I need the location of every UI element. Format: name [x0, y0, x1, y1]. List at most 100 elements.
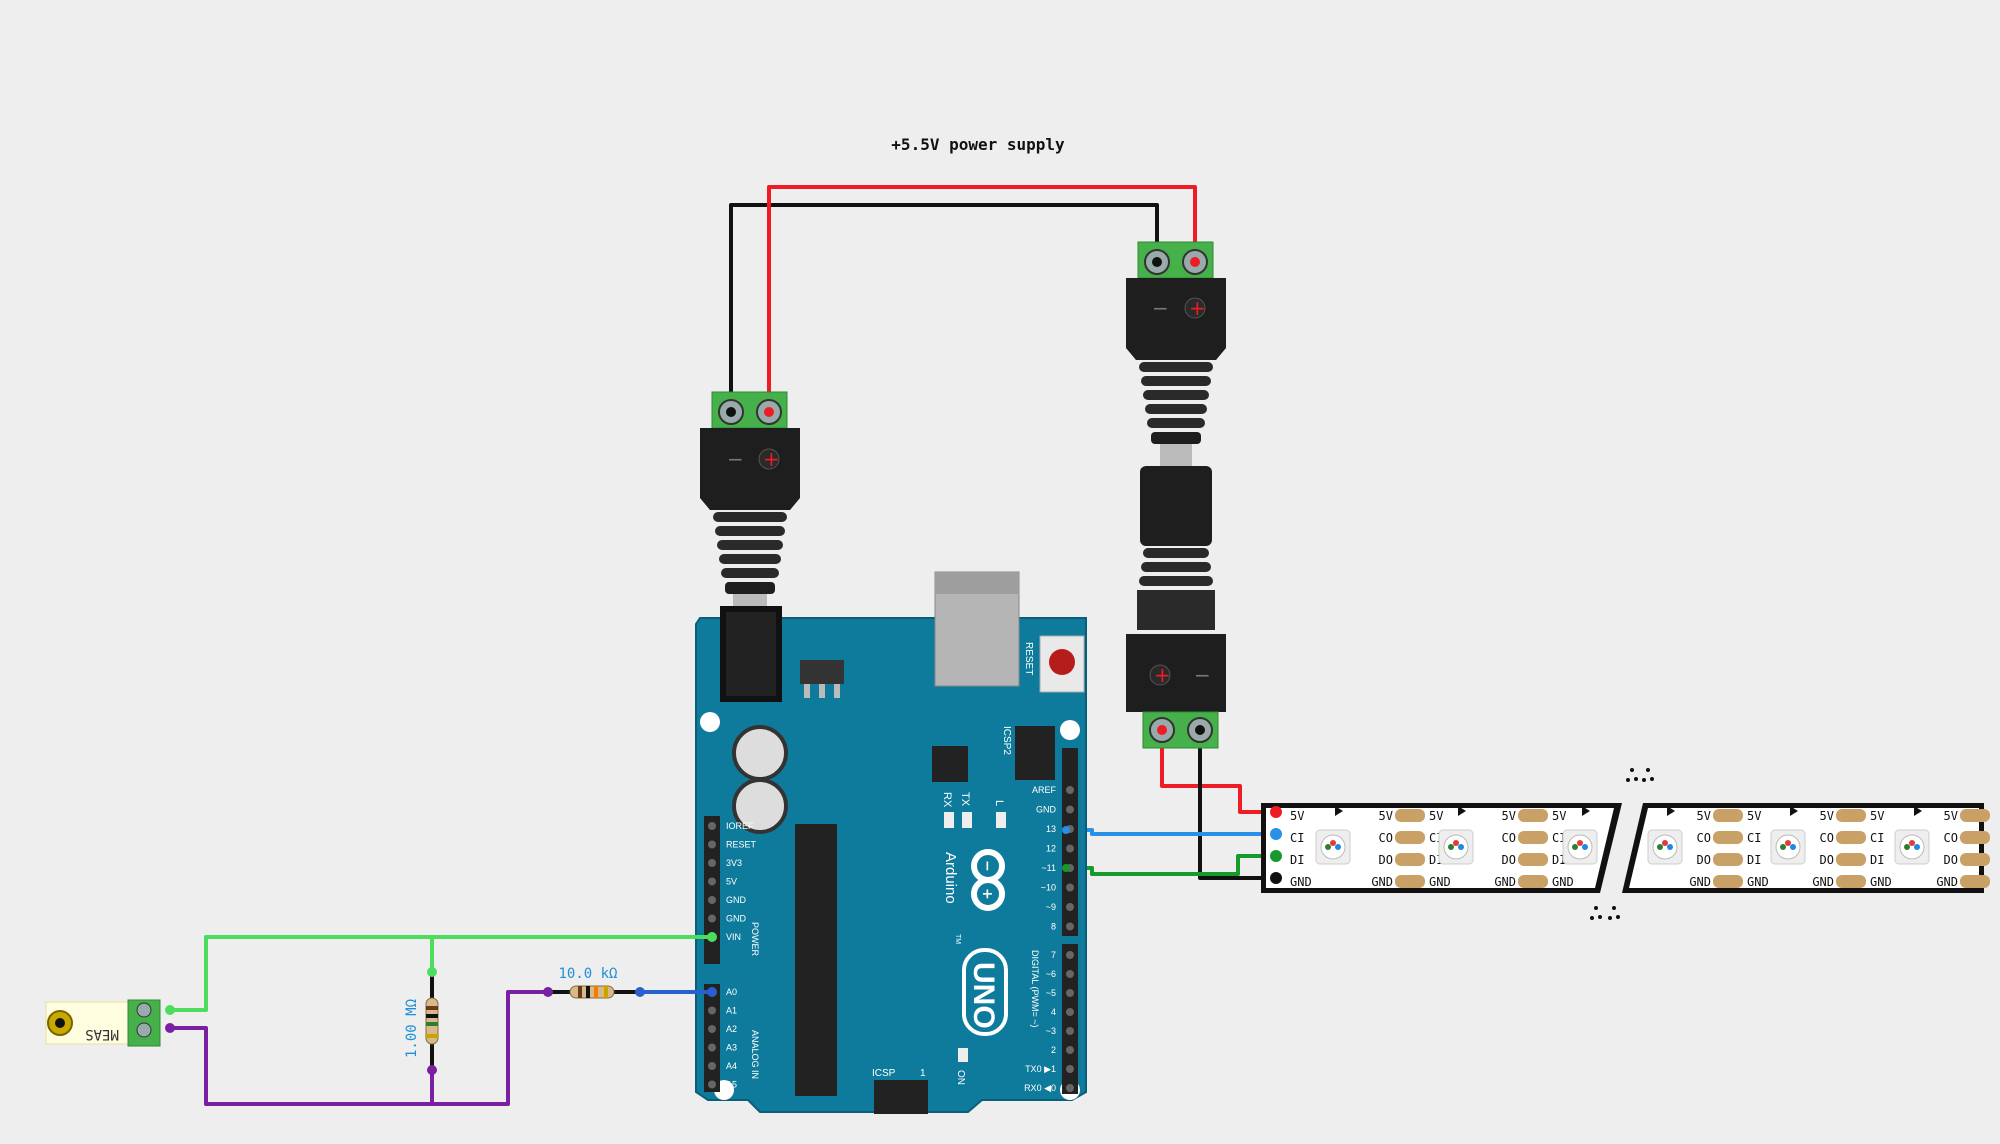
piezo-sensor: MEAS — [45, 999, 161, 1047]
digital-pin — [1066, 1065, 1074, 1073]
wire-green-gnd — [170, 935, 712, 1012]
led-green-die — [1448, 844, 1454, 850]
strip-pad-label: 5V — [1870, 809, 1884, 823]
strip-pad-label: 5V — [1747, 809, 1761, 823]
led-green-die — [1325, 844, 1331, 850]
digital-pin-label: 7 — [1051, 950, 1056, 960]
power-pin — [708, 877, 716, 886]
wire-red-top — [767, 185, 1197, 412]
power-pin-label: 3V3 — [726, 858, 742, 868]
digital-pin-label: 8 — [1051, 922, 1056, 932]
power-pin-label: IOREF — [726, 821, 754, 831]
rgb-led — [1775, 834, 1801, 860]
capacitor — [732, 725, 788, 781]
digital-pin-label: ~3 — [1046, 1026, 1056, 1036]
svg-text:+: + — [1189, 296, 1206, 320]
sensor-wires — [170, 935, 712, 1106]
strip-pad-label: CO — [1502, 831, 1516, 845]
analog-pin — [708, 1043, 716, 1052]
digital-pin-label: ~6 — [1046, 969, 1056, 979]
direction-arrow — [1914, 806, 1922, 816]
small-chip — [932, 746, 968, 782]
digital-pin — [1066, 1008, 1074, 1016]
svg-text:+: + — [1154, 663, 1171, 687]
digital-pin — [1066, 844, 1074, 853]
solder-pad — [1836, 831, 1866, 844]
strip-pad-label: DO — [1502, 853, 1516, 867]
digital-pin-label: ~5 — [1046, 988, 1056, 998]
atmega-chip — [795, 824, 837, 1096]
strip-pad-label: DI — [1747, 853, 1761, 867]
digital-pin — [1066, 883, 1074, 892]
led-green-die — [1904, 844, 1910, 850]
solder-pad — [1518, 875, 1548, 888]
digital-pin — [1066, 970, 1074, 978]
digital-pin — [1066, 1084, 1074, 1092]
wire-black-strip — [1198, 730, 1276, 880]
led-blue-die — [1914, 844, 1920, 850]
svg-text:L: L — [993, 800, 1005, 806]
strip-pad-label: DO — [1379, 853, 1393, 867]
strip-pad-label: CO — [1820, 831, 1834, 845]
digital-pin-label: RX0 ◀0 — [1024, 1083, 1056, 1093]
led-blue-die — [1335, 844, 1341, 850]
analog-pin — [708, 1025, 716, 1033]
digital-pin — [1066, 1027, 1074, 1035]
led-blue-die — [1458, 844, 1464, 850]
resistor-1m-label: 1.00 MΩ — [404, 999, 420, 1058]
led-red-die — [1330, 840, 1336, 846]
arduino-brand: Arduino — [942, 852, 959, 904]
minus-mark: − — [727, 447, 744, 471]
direction-arrow — [1458, 806, 1466, 816]
power-pin — [708, 840, 716, 849]
solder-pad — [1836, 875, 1866, 888]
board-outline — [695, 617, 1087, 1113]
resistor-10k: 10.0 kΩ — [558, 966, 618, 999]
arduino-uno-board: RESET ICSP2 TX RX L − + Arduino TM UNO O… — [695, 571, 1087, 1114]
wire-purple-loop — [170, 990, 548, 1106]
svg-text:−: − — [979, 860, 995, 872]
barrel-adapter-right-bottom: + − — [1126, 466, 1226, 749]
rgb-led — [1567, 834, 1593, 860]
solder-pad — [1960, 875, 1990, 888]
led-red-die — [1909, 840, 1915, 846]
digital-pin-label: ~11 — [1041, 863, 1056, 873]
analog-pin-label: A3 — [726, 1043, 737, 1053]
strip-pad-label: DO — [1820, 853, 1834, 867]
power-pin — [708, 896, 716, 904]
power-pin — [708, 914, 716, 923]
wire-blue-clock — [1066, 828, 1276, 836]
direction-arrow — [1790, 806, 1798, 816]
led-blue-die — [1667, 844, 1673, 850]
reset-label: RESET — [1023, 642, 1034, 675]
strip-pad-label: GND — [1812, 875, 1834, 889]
sensor-label: MEAS — [85, 1026, 119, 1042]
solder-pad — [1518, 831, 1548, 844]
solder-pad — [1395, 831, 1425, 844]
power-pin — [708, 822, 716, 830]
svg-text:ICSP2: ICSP2 — [1001, 726, 1012, 755]
solder-pad — [1960, 853, 1990, 866]
led-strip: 5VCIDIGND5VCODOGND5VCIDIGND5VCODOGND5VCI… — [1062, 768, 1990, 920]
svg-text:DIGITAL (PWM= ~): DIGITAL (PWM= ~) — [1030, 950, 1040, 1028]
svg-text:1: 1 — [920, 1068, 926, 1079]
svg-text:TX: TX — [959, 792, 971, 807]
resistor-10k-label: 10.0 kΩ — [558, 966, 617, 982]
wire-black-top — [729, 203, 1159, 412]
strip-pad-label: GND — [1870, 875, 1892, 889]
digital-pin-label: 4 — [1051, 1007, 1056, 1017]
analog-pin — [708, 1062, 716, 1070]
led-blue-die — [1790, 844, 1796, 850]
arduino-logo: − + — [971, 849, 1005, 911]
svg-text:ICSP: ICSP — [872, 1068, 896, 1079]
digital-pin — [1066, 1046, 1074, 1054]
analog-pin-label: A0 — [726, 987, 737, 997]
strip-pad-label: 5V — [1697, 809, 1711, 823]
strip-pad-label: GND — [1429, 875, 1451, 889]
grip-ribs — [713, 512, 787, 594]
solder-pad — [1395, 875, 1425, 888]
strip-pad-label: CO — [1697, 831, 1711, 845]
